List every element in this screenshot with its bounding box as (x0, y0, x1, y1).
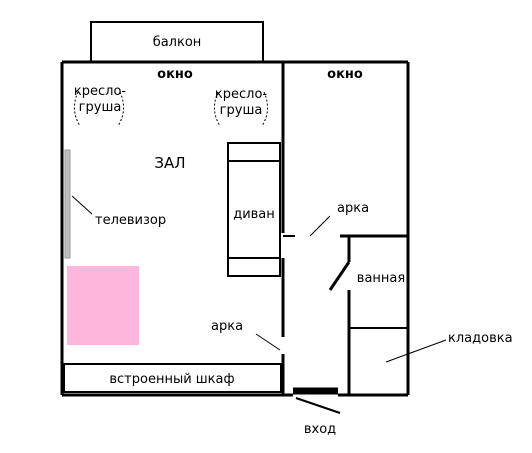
window-right-label: окно (327, 67, 363, 82)
arch-top-label: арка (337, 201, 369, 216)
arch-bottom-label: арка (211, 319, 243, 334)
window-left-label: окно (157, 67, 193, 82)
arch-bottom-pointer (255, 333, 281, 351)
sofa: диван (227, 142, 281, 277)
balcony-label: балкон (153, 35, 202, 50)
entrance-label: вход (304, 422, 336, 437)
beanbag-left: кресло- груша (74, 84, 127, 127)
bathroom-label: ванная (357, 271, 405, 286)
sofa-label: диван (233, 207, 275, 222)
tv-label: телевизор (95, 213, 166, 228)
storage-label: кладовка (448, 331, 513, 346)
carpet (67, 266, 139, 345)
tv-pointer (71, 195, 93, 215)
wardrobe-box (63, 363, 282, 393)
beanbag-left-label-1: кресло- (74, 84, 127, 99)
arch-top-pointer (309, 215, 331, 237)
storage-pointer (385, 339, 447, 363)
bathroom-door (328, 261, 351, 291)
tv-bar (64, 149, 71, 259)
beanbag-left-label-2: груша (79, 100, 122, 115)
beanbag-right-label-1: кресло- (215, 87, 268, 102)
entrance-pointer (295, 397, 341, 414)
hall-label: ЗАЛ (154, 154, 185, 172)
beanbag-right-label-2: груша (220, 103, 263, 118)
wardrobe-label: встроенный шкаф (109, 372, 234, 387)
beanbag-right: кресло- груша (214, 87, 268, 127)
